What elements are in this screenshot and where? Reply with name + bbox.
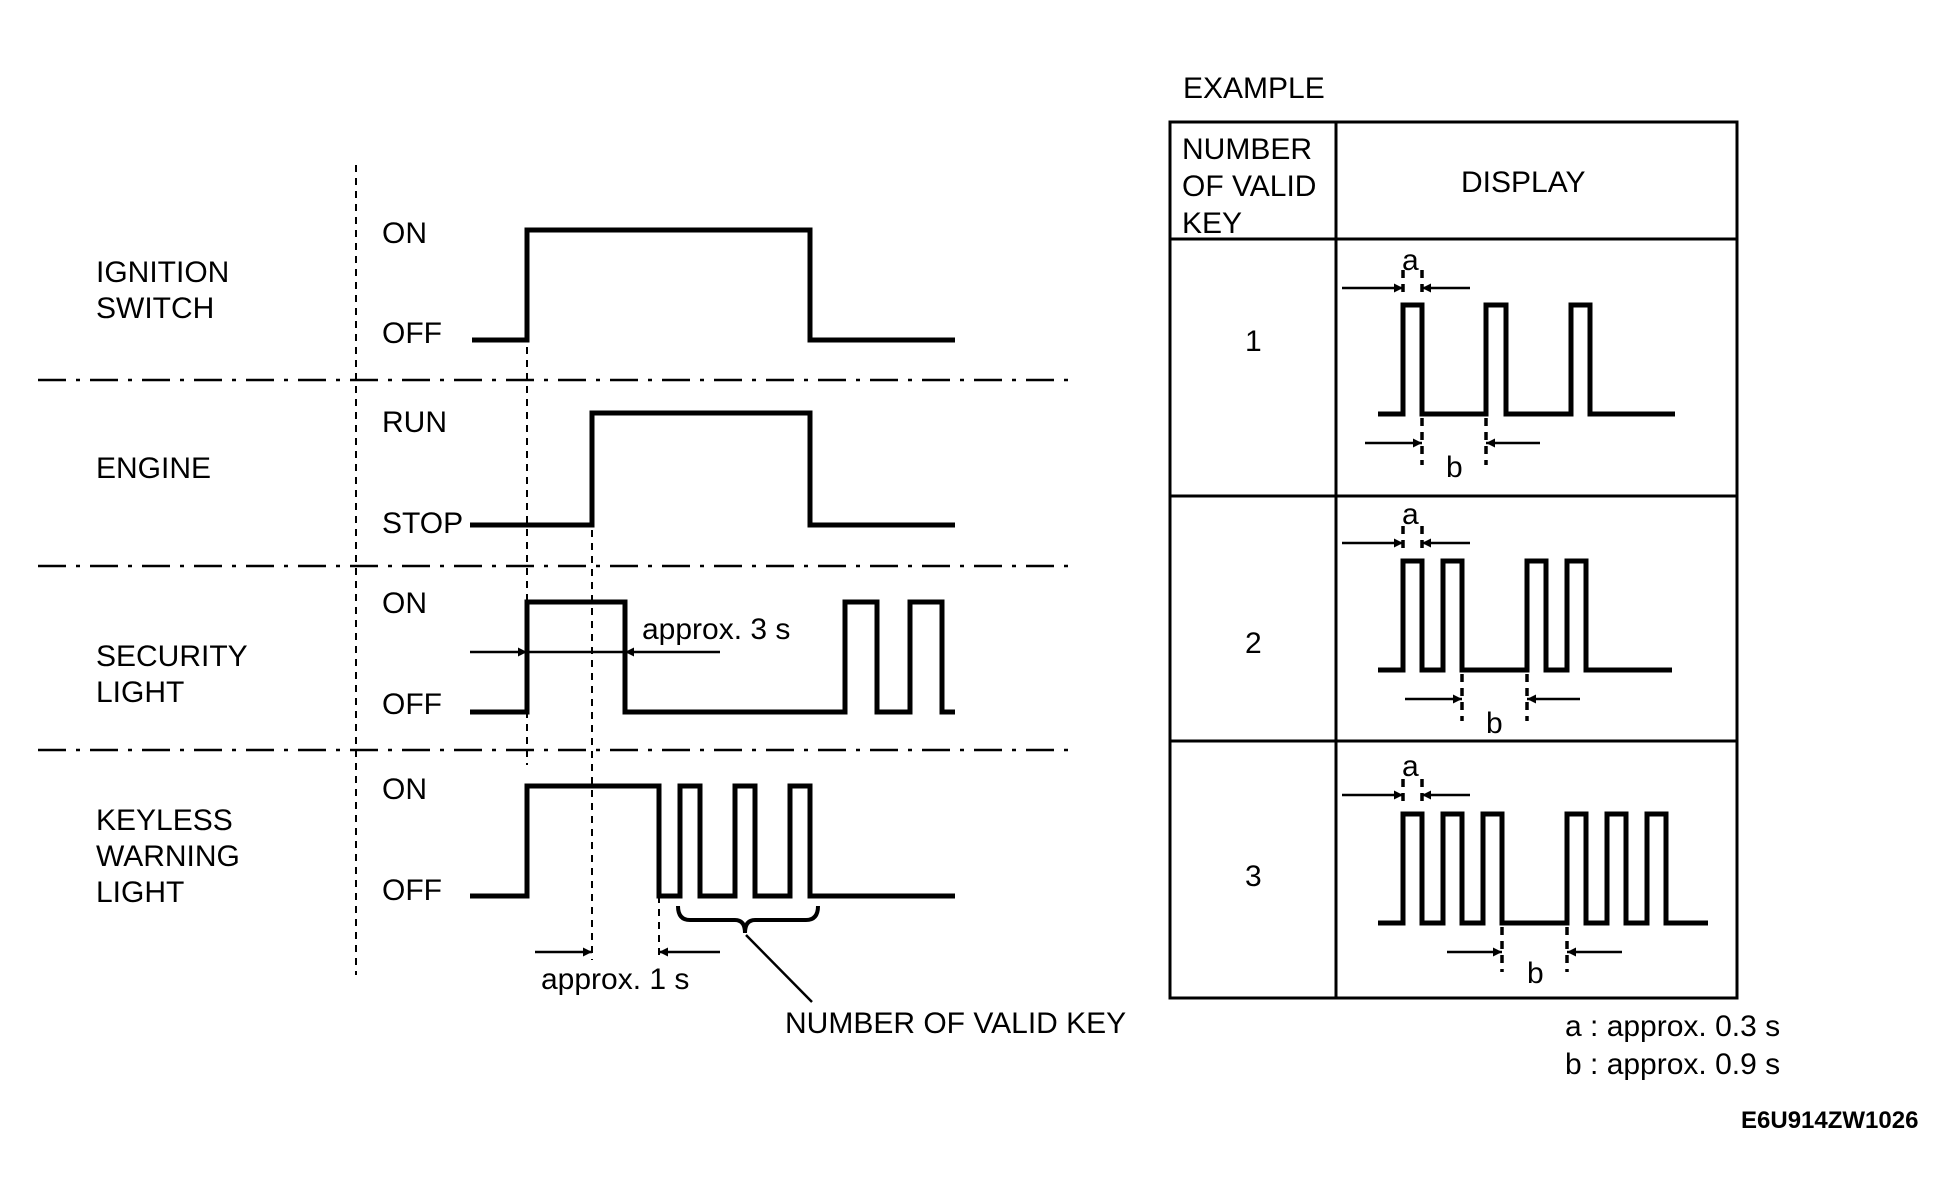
svg-text:NUMBER: NUMBER	[1182, 133, 1312, 166]
state-label-stop: STOP	[382, 507, 463, 540]
ignition-switch-waveform	[472, 227, 955, 343]
svg-text:WARNING: WARNING	[96, 840, 240, 873]
svg-text:ENGINE: ENGINE	[96, 452, 211, 485]
state-label-off: OFF	[382, 688, 442, 721]
a-label: a	[1402, 750, 1419, 783]
b-label: b	[1527, 957, 1544, 990]
security-light-waveform	[470, 599, 955, 715]
state-label-off: OFF	[382, 874, 442, 907]
svg-text:LIGHT: LIGHT	[96, 876, 184, 909]
engine-waveform	[470, 410, 955, 528]
b-label: b	[1486, 707, 1503, 740]
display-pattern-2-keys: a b	[1342, 498, 1672, 740]
keyless-warning-light-waveform	[470, 783, 955, 899]
valid-key-leader	[745, 934, 813, 1003]
svg-text:SECURITY: SECURITY	[96, 640, 248, 673]
valid-key-brace	[676, 905, 820, 934]
svg-text:KEYLESS: KEYLESS	[96, 804, 233, 837]
state-label-on: ON	[382, 217, 427, 250]
table-header-display: DISPLAY	[1461, 166, 1586, 199]
row-label-ignition-switch: IGNITION SWITCH	[96, 256, 229, 325]
legend-b: b : approx. 0.9 s	[1565, 1048, 1780, 1081]
approx-1s-dimension: approx. 1 s	[535, 947, 720, 996]
state-label-on: ON	[382, 587, 427, 620]
svg-text:IGNITION: IGNITION	[96, 256, 229, 289]
state-label-on: ON	[382, 773, 427, 806]
valid-key-count: 1	[1245, 325, 1262, 358]
approx-3s-dimension: approx. 3 s	[470, 613, 790, 657]
row-label-engine: ENGINE	[96, 452, 211, 485]
display-pattern-1-key: a b	[1342, 244, 1675, 484]
approx-1s-label: approx. 1 s	[541, 963, 689, 996]
row-label-security-light: SECURITY LIGHT	[96, 640, 248, 709]
state-label-off: OFF	[382, 317, 442, 350]
row-label-keyless-warning-light: KEYLESS WARNING LIGHT	[96, 804, 240, 909]
svg-text:KEY: KEY	[1182, 207, 1242, 240]
display-pattern-3-keys: a b	[1342, 750, 1708, 990]
svg-text:SWITCH: SWITCH	[96, 292, 214, 325]
example-table	[1168, 120, 1739, 1000]
a-label: a	[1402, 498, 1419, 531]
valid-key-callout: NUMBER OF VALID KEY	[785, 1007, 1126, 1040]
state-label-run: RUN	[382, 406, 447, 439]
b-label: b	[1446, 451, 1463, 484]
valid-key-count: 2	[1245, 627, 1262, 660]
figure-code: E6U914ZW1026	[1741, 1107, 1918, 1134]
legend-a: a : approx. 0.3 s	[1565, 1010, 1780, 1043]
svg-text:LIGHT: LIGHT	[96, 676, 184, 709]
table-header-number-of-valid-key: NUMBER OF VALID KEY	[1182, 133, 1316, 240]
example-title: EXAMPLE	[1183, 72, 1325, 105]
approx-3s-label: approx. 3 s	[642, 613, 790, 646]
a-label: a	[1402, 244, 1419, 277]
valid-key-count: 3	[1245, 860, 1262, 893]
svg-text:OF VALID: OF VALID	[1182, 170, 1316, 203]
